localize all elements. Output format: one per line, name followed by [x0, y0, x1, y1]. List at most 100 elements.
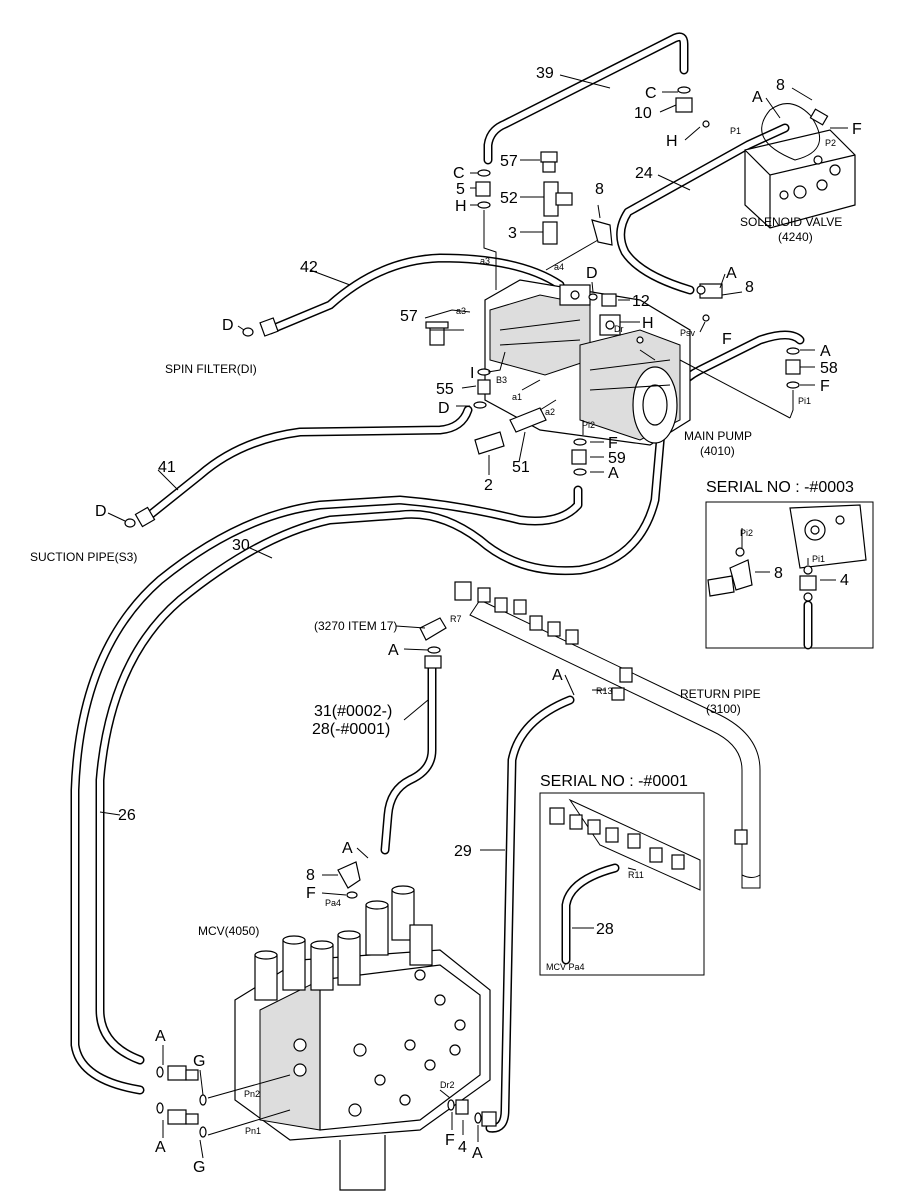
- label-return-pipe-code: (3100): [706, 702, 741, 716]
- inset1-port-pi2: Pi2: [740, 528, 753, 538]
- part-labels: 39 C 10 H P1 A 8 F P2 SOLENOID VALVE (42…: [30, 65, 862, 1176]
- label-h-top: H: [666, 133, 678, 150]
- label-f-right: F: [820, 378, 830, 395]
- label-port-pn1: Pn1: [245, 1126, 261, 1136]
- inset2-label-28: 28: [596, 921, 614, 938]
- part-8-elbow: [591, 219, 613, 246]
- inset2-title: SERIAL NO : -#0001: [540, 773, 688, 790]
- label-port-pi1: Pi1: [798, 396, 811, 406]
- label-d-pump: D: [586, 265, 598, 282]
- label-port-p2: P2: [825, 138, 836, 148]
- return-pipe: [469, 599, 761, 889]
- label-4-bottom: 4: [458, 1139, 467, 1156]
- label-28: 28(-#0001): [312, 721, 390, 738]
- label-8-mid: 8: [595, 181, 604, 198]
- label-58: 58: [820, 360, 838, 377]
- label-mcv: MCV(4050): [198, 924, 259, 938]
- label-port-a2: a2: [545, 407, 555, 417]
- label-a-left-lower: A: [155, 1139, 166, 1156]
- label-8-mcv: 8: [306, 867, 315, 884]
- label-c-left: C: [453, 165, 465, 182]
- label-suction-pipe: SUCTION PIPE(S3): [30, 550, 137, 564]
- main-pump: [484, 279, 691, 446]
- label-24: 24: [635, 165, 653, 182]
- label-57-left: 57: [400, 308, 418, 325]
- label-main-pump-code: (4010): [700, 444, 735, 458]
- label-30: 30: [232, 537, 250, 554]
- label-52: 52: [500, 190, 518, 207]
- label-port-b3: B3: [496, 375, 507, 385]
- label-port-dr2: Dr2: [440, 1080, 455, 1090]
- label-f-bottom: F: [445, 1132, 455, 1149]
- inset2-mcv-port: MCV Pa4: [546, 962, 585, 972]
- label-c-top: C: [645, 85, 657, 102]
- hose-39: [483, 32, 689, 165]
- mcv-body: [234, 885, 491, 1191]
- label-a-right: A: [820, 343, 831, 360]
- label-spin-filter: SPIN FILTER(DI): [165, 362, 257, 376]
- label-return-pipe: RETURN PIPE: [680, 687, 761, 701]
- label-solenoid-valve: SOLENOID VALVE: [740, 215, 842, 229]
- label-55: 55: [436, 381, 454, 398]
- label-d-filter: D: [222, 317, 234, 334]
- label-solenoid-code: (4240): [778, 230, 813, 244]
- label-8-24: 8: [745, 279, 754, 296]
- label-port-a1: a1: [512, 392, 522, 402]
- hose-41: [145, 405, 473, 520]
- label-d-41: D: [438, 400, 450, 417]
- label-a-mcv-top: A: [342, 840, 353, 857]
- label-3: 3: [508, 225, 517, 242]
- label-g-upper: G: [193, 1053, 205, 1070]
- label-h-pump: H: [642, 315, 654, 332]
- label-port-p1: P1: [730, 126, 741, 136]
- label-41: 41: [158, 459, 176, 476]
- inset1-label-4: 4: [840, 572, 849, 589]
- mcv-ports: [293, 969, 466, 1117]
- label-57-top: 57: [500, 153, 518, 170]
- label-5: 5: [456, 181, 465, 198]
- label-26: 26: [118, 807, 136, 824]
- hose-26: [70, 485, 583, 1095]
- inset-serial-0003: [705, 501, 874, 650]
- part-51-valve: [509, 407, 547, 433]
- label-a-r13: A: [552, 667, 563, 684]
- label-main-pump: MAIN PUMP: [684, 429, 752, 443]
- label-port-pi2: Pi2: [582, 420, 595, 430]
- inset1-port-pi1: Pi1: [812, 554, 825, 564]
- label-a-left-upper: A: [155, 1028, 166, 1045]
- inset-labels: SERIAL NO : -#0003 Pi2 Pi1 8 4 SERIAL NO…: [540, 479, 854, 972]
- label-port-r13: R13: [596, 686, 613, 696]
- label-f-pump-bottom: F: [608, 435, 618, 452]
- label-39: 39: [536, 65, 554, 82]
- label-3270-item-17: (3270 ITEM 17): [314, 619, 397, 633]
- mcv-spools: [254, 885, 433, 1001]
- label-f-solenoid: F: [852, 121, 862, 138]
- leader-lines: [99, 74, 848, 1159]
- part-3-adapter: [542, 221, 558, 245]
- label-42: 42: [300, 259, 318, 276]
- label-port-psv: Psv: [680, 328, 696, 338]
- label-31: 31(#0002-): [314, 703, 392, 720]
- label-g-lower: G: [193, 1159, 205, 1176]
- label-10: 10: [634, 105, 652, 122]
- fittings: [124, 86, 801, 1138]
- label-f-mcv: F: [306, 885, 316, 902]
- label-port-a3: a3: [456, 306, 466, 316]
- label-a-solenoid: A: [752, 89, 763, 106]
- label-f-psv: F: [722, 331, 732, 348]
- label-port-a3-top: a3: [480, 256, 490, 266]
- hose-31: [380, 660, 437, 855]
- label-59: 59: [608, 450, 626, 467]
- inset-serial-0001: [539, 792, 705, 976]
- label-a-24: A: [726, 265, 737, 282]
- label-port-dr: Dr: [614, 324, 624, 334]
- hoses: [70, 32, 805, 1133]
- hose-29: [485, 695, 575, 1133]
- label-port-a4: a4: [554, 262, 564, 272]
- label-12: 12: [632, 293, 650, 310]
- inset1-title: SERIAL NO : -#0003: [706, 479, 854, 496]
- inset2-fittings: [549, 807, 685, 870]
- label-a-pump-bottom: A: [608, 465, 619, 482]
- solenoid-valve: [744, 103, 856, 229]
